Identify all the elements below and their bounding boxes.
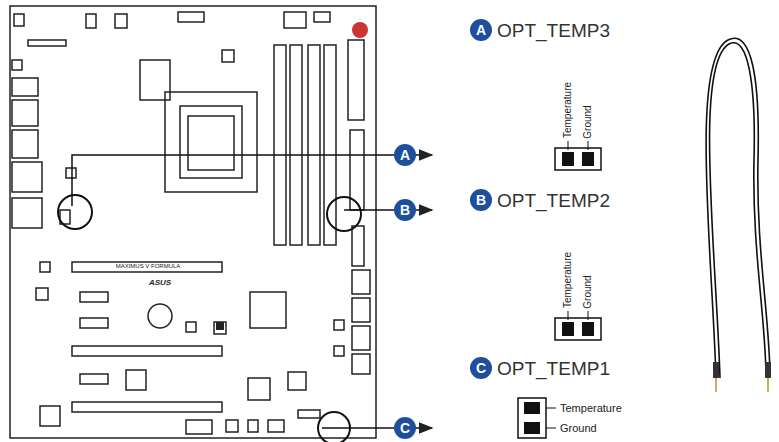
callout-letter: A: [394, 144, 416, 166]
pin-name: Ground: [583, 105, 593, 138]
callout-letter: B: [394, 199, 416, 221]
pin-name: Ground: [583, 275, 593, 308]
callout-letter: A: [470, 19, 492, 41]
pin-name: Temperature: [563, 252, 573, 308]
pin-name: Temperature: [563, 82, 573, 138]
callout-letter: B: [470, 189, 492, 211]
callout-letter: C: [394, 417, 416, 439]
pin-name: Temperature: [560, 403, 622, 414]
brand-logo: ASUS: [149, 279, 171, 287]
pin-name: Ground: [560, 423, 597, 434]
board-model: MAXIMUS V FORMULA: [115, 263, 182, 269]
callout-letter: C: [470, 357, 492, 379]
header-name: OPT_TEMP1: [497, 359, 610, 378]
header-name: OPT_TEMP3: [497, 21, 610, 40]
header-name: OPT_TEMP2: [497, 191, 610, 210]
